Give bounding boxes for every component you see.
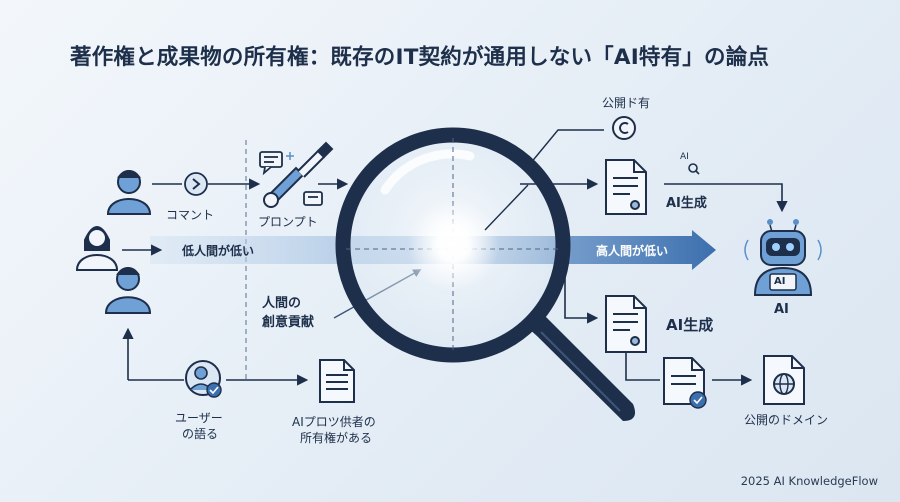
person-icon-top [106,170,152,215]
robot-badge-label: AI [774,276,786,287]
document-icon-ai-middle [605,295,647,353]
ai-provider-label-2: 所有権がある [300,431,373,445]
magnifying-glass-icon [335,127,636,421]
human-contribution-label-2: 創意貢献 [262,315,315,330]
document-icon-check [663,357,707,409]
document-icon-provider [319,359,355,403]
low-contribution-label: 低人間が低い [182,244,255,258]
ai-generated-middle-label: AI生成 [666,316,714,334]
user-label-2: の語る [182,427,219,441]
person-icon-middle [75,226,119,271]
high-contribution-label: 高人間が低い [596,244,669,258]
public-have-label: 公開ド有 [602,96,651,110]
robot-icon [744,219,822,296]
globe-icon [763,355,805,405]
footer-credit: 2025 AI KnowledgeFlow [740,474,878,488]
prompt-label: プロンプト [258,215,318,229]
person-icon-bottom [104,267,152,314]
wrench-brush-icon [263,141,334,208]
comment-label: コマント [166,208,215,222]
sparkle-icon [286,152,294,160]
chevron-icon [184,172,208,196]
human-contribution-label-1: 人間の [262,296,302,311]
copyright-icon [612,116,636,140]
ai-generated-top-label: AI生成 [666,196,707,211]
robot-ai-label: AI [774,302,789,317]
public-domain-label: 公開のドメイン [744,413,829,427]
document-icon-ai-top [605,159,647,215]
page-title: 著作権と成果物の所有権：既存のIT契約が通用しない「AI特有」の論点 [70,45,770,70]
ai-search-icon [688,163,700,175]
ai-provider-label-1: AIプロツ供者の [292,415,376,429]
chat-bubble-icon [259,151,323,206]
user-check-icon [185,360,222,398]
user-label-1: ユーザー [175,411,223,425]
ai-small-label: AI [680,152,689,162]
